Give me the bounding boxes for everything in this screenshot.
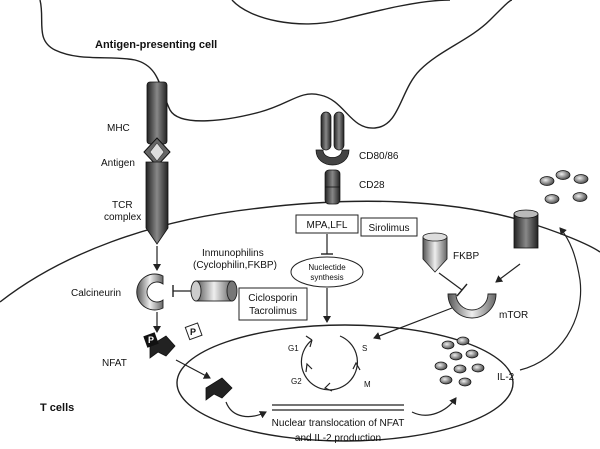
- nucleotide-label-2: synthesis: [310, 273, 343, 282]
- nfat-nuclear: [205, 377, 233, 401]
- tacrolimus-label: Tacrolimus: [249, 306, 297, 317]
- sirolimus-label: Sirolimus: [368, 223, 409, 234]
- free-phosphate: P: [184, 322, 203, 341]
- cd80-label: CD80/86: [359, 151, 399, 162]
- arrow-il2-out: [519, 227, 582, 371]
- s-label: S: [362, 344, 367, 353]
- tcr-complex: [145, 161, 169, 245]
- cd28-receptor: [324, 169, 341, 205]
- tcr-label-2: complex: [104, 212, 141, 223]
- antigen-label: Antigen: [101, 158, 135, 169]
- apc-label: Antigen-presenting cell: [95, 39, 217, 51]
- tcr-label-1: TCR: [112, 200, 133, 211]
- mhc-label: MHC: [107, 123, 130, 134]
- nfat-p-label: P: [148, 335, 154, 345]
- arrow-mtor-cycle: [373, 307, 453, 340]
- cell-cycle: [300, 335, 361, 392]
- m-label: M: [364, 380, 371, 389]
- mpa-lfl-box: [295, 214, 359, 234]
- sirolimus-box: [360, 217, 418, 237]
- g1-label: G1: [288, 344, 299, 353]
- il2-label: IL-2: [497, 372, 515, 383]
- nucleotide-label-1: Nuclectide: [308, 263, 346, 272]
- ciclosporin-label: Ciclosporin: [248, 293, 297, 304]
- arrow-dna-to-il2: [411, 397, 457, 416]
- calcineurin-label: Calcineurin: [71, 288, 121, 299]
- il2-dots-outside: [539, 170, 589, 204]
- apc-membrane: [39, 0, 513, 129]
- cd28-label: CD28: [359, 180, 385, 191]
- nucleus-caption-2: and IL-2 production: [295, 433, 381, 444]
- fkbp-label: FKBP: [453, 251, 479, 262]
- nfat-label: NFAT: [102, 358, 127, 369]
- mpa-lfl-label: MPA,LFL: [307, 220, 348, 231]
- mhc-receptor: [146, 81, 168, 145]
- calcineurin-shape: [136, 273, 164, 311]
- ciclosporin-box: [238, 287, 308, 321]
- free-p-label: P: [190, 327, 196, 337]
- tcell-label: T cells: [40, 402, 74, 414]
- il2-dots-nucleus: [434, 336, 485, 387]
- tcell-membrane: [0, 200, 600, 303]
- cd80-86-receptor: [315, 111, 350, 166]
- mtor-shape: [447, 293, 497, 319]
- fkbp-shape: [422, 232, 448, 273]
- g2-label: G2: [291, 377, 302, 386]
- il2-receptor: [513, 209, 539, 249]
- nfat-phosphorylated: P: [143, 332, 176, 359]
- nucleotide-synthesis: [290, 256, 364, 288]
- mtor-label: mTOR: [499, 310, 528, 321]
- immunophilins-label-2: (Cyclophilin,FKBP): [193, 260, 277, 271]
- immunophilins-label-1: Inmunophilins: [202, 248, 264, 259]
- nucleus: [176, 324, 514, 442]
- arrow-nfat-nucleus: [175, 359, 211, 379]
- immunophilin-shape: [190, 280, 238, 302]
- nucleus-caption-1: Nuclear translocation of NFAT: [272, 418, 405, 429]
- arrow-nfat-to-dna: [225, 401, 267, 419]
- arrow-receptor-mtor: [495, 263, 521, 283]
